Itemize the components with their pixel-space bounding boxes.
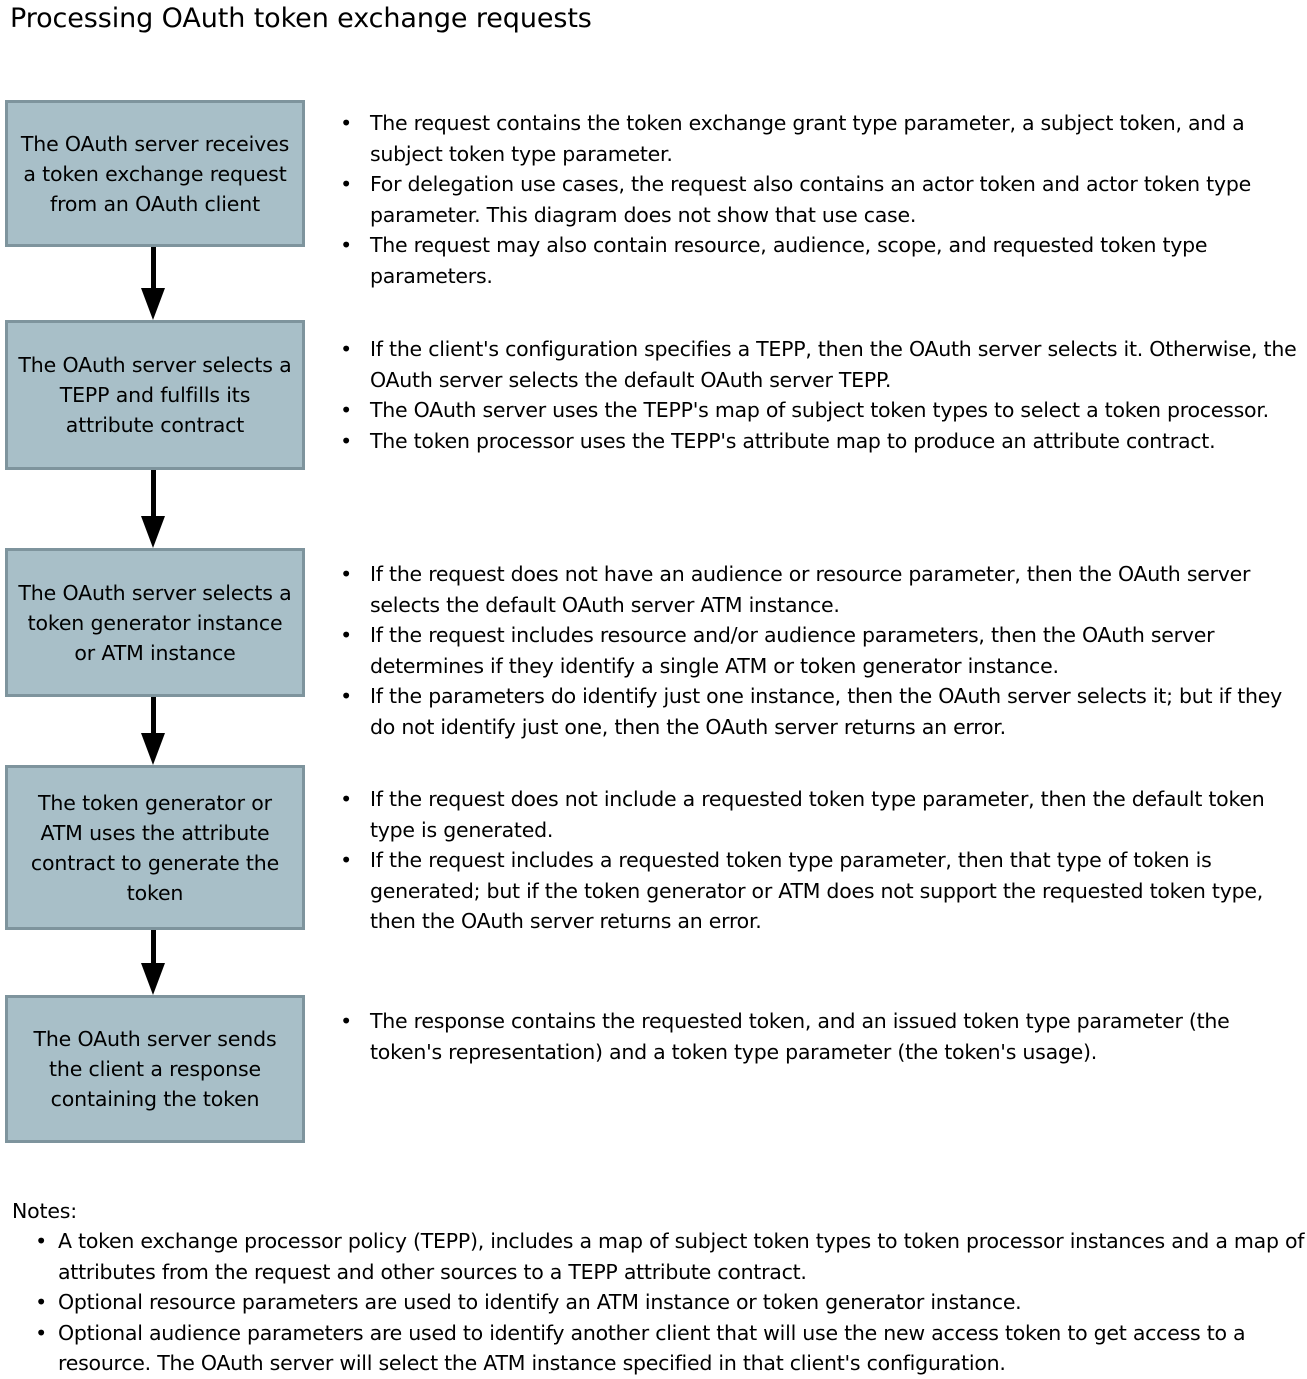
bullet-group-step-3: • If the request does not have an audien… [336, 559, 1307, 742]
bullet-dot-icon: • [340, 233, 352, 257]
bullet-item: • If the request does not have an audien… [336, 559, 1307, 620]
bullet-text: If the request includes resource and/or … [370, 623, 1215, 678]
bullet-text: If the parameters do identify just one i… [370, 684, 1283, 739]
bullet-dot-icon: • [340, 623, 352, 647]
bullet-item: • If the parameters do identify just one… [336, 681, 1307, 742]
bullet-text: For delegation use cases, the request al… [370, 172, 1251, 227]
arrow-stem [151, 697, 156, 735]
bullet-item: • The token processor uses the TEPP's at… [336, 426, 1307, 457]
notes-heading: Notes: [12, 1199, 77, 1223]
bullet-group-step-5: • The response contains the requested to… [336, 1006, 1307, 1067]
note-text: Optional resource parameters are used to… [58, 1290, 1022, 1314]
bullet-item: • The response contains the requested to… [336, 1006, 1307, 1067]
flow-box-label: The OAuth server selects a token generat… [18, 580, 292, 665]
arrow-head-icon [141, 733, 165, 765]
bullet-text: The OAuth server uses the TEPP's map of … [370, 398, 1269, 422]
flow-box-step-4: The token generator or ATM uses the attr… [5, 765, 305, 930]
bullet-text: If the client's configuration specifies … [370, 337, 1297, 392]
bullet-item: • The request contains the token exchang… [336, 108, 1307, 169]
flow-box-step-5: The OAuth server sends the client a resp… [5, 995, 305, 1143]
bullet-group-step-4: • If the request does not include a requ… [336, 784, 1307, 937]
bullet-text: If the request does not have an audience… [370, 562, 1251, 617]
flow-arrow-1-to-2 [141, 247, 166, 320]
bullet-item: • If the client's configuration specifie… [336, 334, 1307, 395]
bullet-text: If the request includes a requested toke… [370, 848, 1263, 933]
bullet-dot-icon: • [340, 1009, 352, 1033]
flow-box-step-1: The OAuth server receives a token exchan… [5, 100, 305, 247]
note-text: A token exchange processor policy (TEPP)… [58, 1229, 1305, 1284]
bullet-dot-icon: • [340, 562, 352, 586]
arrow-stem [151, 247, 156, 290]
bullet-dot-icon: • [340, 337, 352, 361]
arrow-stem [151, 930, 156, 965]
bullet-group-step-1: • The request contains the token exchang… [336, 108, 1307, 291]
bullet-dot-icon: • [340, 111, 352, 135]
bullet-text: The request contains the token exchange … [370, 111, 1245, 166]
bullet-dot-icon: • [340, 428, 352, 453]
flow-box-label: The OAuth server selects a TEPP and fulf… [18, 353, 292, 437]
flow-arrow-4-to-5 [141, 930, 166, 995]
bullet-item: • The OAuth server uses the TEPP's map o… [336, 395, 1307, 426]
note-item: • Optional audience parameters are used … [12, 1318, 1307, 1379]
bullet-text: If the request does not include a reques… [370, 787, 1265, 842]
arrow-head-icon [141, 516, 165, 548]
note-item: • A token exchange processor policy (TEP… [12, 1226, 1307, 1287]
bullet-dot-icon: • [35, 1290, 47, 1314]
page-title: Processing OAuth token exchange requests [10, 3, 592, 34]
bullet-text: The token processor uses the TEPP's attr… [370, 428, 1216, 453]
flow-box-step-3: The OAuth server selects a token generat… [5, 548, 305, 697]
flow-box-label: The OAuth server sends the client a resp… [33, 1027, 277, 1111]
bullet-group-step-2: • If the client's configuration specifie… [336, 334, 1307, 456]
bullet-dot-icon: • [340, 684, 352, 708]
bullet-dot-icon: • [35, 1229, 47, 1253]
flow-box-step-2: The OAuth server selects a TEPP and fulf… [5, 320, 305, 470]
flow-box-label: The OAuth server receives a token exchan… [20, 131, 290, 216]
arrow-stem [151, 470, 156, 518]
bullet-dot-icon: • [35, 1320, 47, 1345]
bullet-dot-icon: • [340, 398, 352, 422]
bullet-item: • For delegation use cases, the request … [336, 169, 1307, 230]
bullet-dot-icon: • [340, 787, 352, 811]
bullet-dot-icon: • [340, 848, 352, 872]
flow-arrow-3-to-4 [141, 697, 166, 765]
arrow-head-icon [141, 288, 165, 320]
bullet-item: • The request may also contain resource,… [336, 230, 1307, 291]
bullet-text: The request may also contain resource, a… [370, 233, 1208, 288]
flow-arrow-2-to-3 [141, 470, 166, 548]
bullet-item: • If the request does not include a requ… [336, 784, 1307, 845]
flow-box-label: The token generator or ATM uses the attr… [30, 790, 280, 905]
bullet-item: • If the request includes resource and/o… [336, 620, 1307, 681]
note-text: Optional audience parameters are used to… [58, 1320, 1246, 1376]
bullet-dot-icon: • [340, 172, 352, 196]
note-item: • Optional resource parameters are used … [12, 1287, 1307, 1318]
notes-section: Notes: • A token exchange processor poli… [12, 1196, 1307, 1379]
arrow-head-icon [141, 963, 165, 995]
bullet-text: The response contains the requested toke… [370, 1009, 1230, 1064]
bullet-item: • If the request includes a requested to… [336, 845, 1307, 937]
